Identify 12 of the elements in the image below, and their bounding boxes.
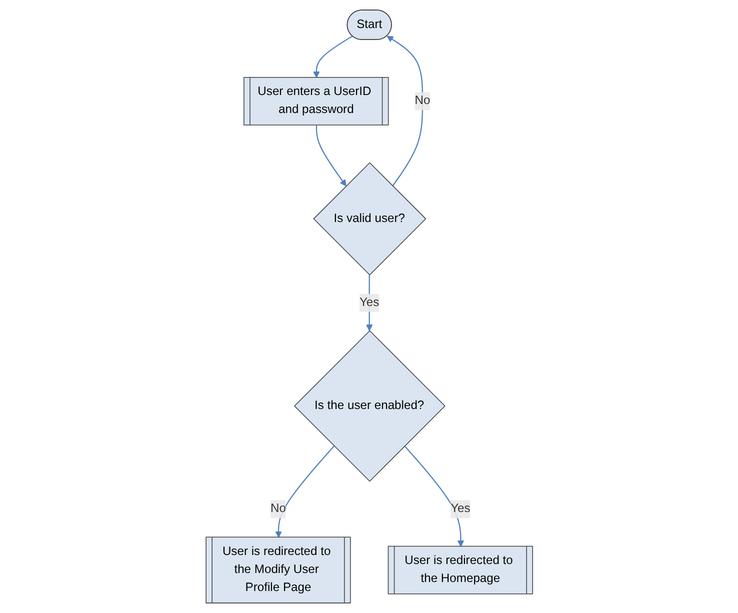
arrow	[316, 125, 346, 186]
arrow	[274, 446, 334, 538]
edge-label: No	[270, 502, 286, 516]
node-diamond: Is the user enabled?	[294, 330, 446, 482]
node-diamond: Is valid user?	[312, 162, 426, 276]
edge-label: Yes	[359, 296, 379, 309]
arrow	[386, 36, 423, 186]
arrow	[312, 36, 352, 78]
arrow	[404, 446, 464, 547]
edge-label: No	[414, 94, 430, 108]
arrow	[366, 274, 372, 332]
edge-label: Yes	[450, 502, 470, 516]
